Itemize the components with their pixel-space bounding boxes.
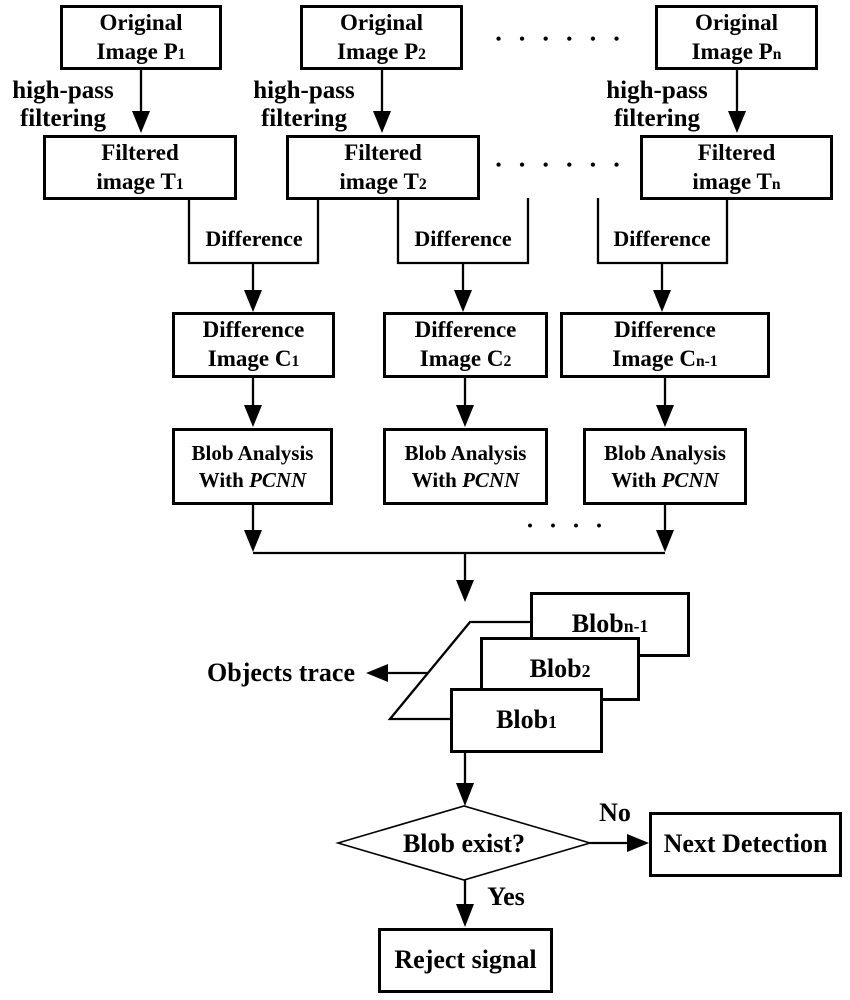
difference-label-3: Difference bbox=[613, 226, 711, 251]
box-text: Blob Analysis bbox=[404, 441, 527, 466]
box-text: Next Detection bbox=[663, 829, 828, 859]
blob-analysis-box-1: Blob Analysis With PCNN bbox=[172, 428, 333, 505]
filtered-image-box-n: Filtered image Tn bbox=[640, 135, 833, 200]
arrowhead-icon bbox=[456, 580, 474, 602]
box-text: Blob Analysis bbox=[191, 441, 314, 466]
box-text: Image Cn-1 bbox=[612, 346, 718, 371]
arrowhead-icon bbox=[244, 290, 262, 312]
difference-image-box-1: Difference Image C1 bbox=[172, 312, 335, 378]
filtered-image-box-1: Filtered image T1 bbox=[43, 135, 237, 200]
flow-lines bbox=[139, 70, 739, 905]
arrowhead-icon bbox=[132, 111, 150, 133]
box-text: Difference bbox=[202, 317, 305, 343]
difference-label-2: Difference bbox=[414, 226, 512, 251]
arrowhead-icon bbox=[244, 405, 262, 427]
blob-analysis-box-3: Blob Analysis With PCNN bbox=[583, 428, 747, 505]
difference-label-1: Difference bbox=[205, 226, 303, 251]
high-pass-filtering-label-n: high-pass filtering bbox=[606, 77, 708, 132]
stack-connector bbox=[387, 620, 530, 721]
box-text: Image P1 bbox=[96, 38, 186, 64]
ellipsis-low: • • • • bbox=[527, 518, 609, 535]
arrowhead-icon bbox=[656, 405, 674, 427]
blob-analysis-box-2: Blob Analysis With PCNN bbox=[383, 428, 548, 505]
ellipsis-mid: • • • • • • bbox=[495, 157, 627, 174]
arrowhead-icon bbox=[373, 111, 391, 133]
arrowhead-left-icon bbox=[366, 664, 388, 682]
box-text: Blobn-1 bbox=[571, 609, 649, 639]
arrowhead-icon bbox=[656, 530, 674, 552]
box-text: image T1 bbox=[96, 168, 184, 194]
decision-diamond-shape bbox=[335, 805, 593, 881]
arrowhead-icon bbox=[456, 405, 474, 427]
difference-image-box-2: Difference Image C2 bbox=[383, 312, 548, 378]
box-text: Filtered bbox=[344, 139, 422, 165]
box-text: Filtered bbox=[697, 139, 776, 165]
box-text: Original bbox=[99, 9, 183, 35]
arrowhead-icon bbox=[244, 530, 262, 552]
arrowhead-icon bbox=[728, 111, 746, 133]
blob-stack-item-1: Blob1 bbox=[450, 688, 603, 753]
arrow-heads bbox=[132, 111, 746, 927]
original-image-box-n: Original Image Pn bbox=[655, 5, 818, 70]
box-text: Image C2 bbox=[419, 346, 512, 371]
difference-image-box-n-1: Difference Image Cn-1 bbox=[560, 312, 770, 378]
box-text: Reject signal bbox=[394, 945, 537, 975]
box-text: Difference bbox=[414, 317, 517, 343]
ellipsis-top: • • • • • • bbox=[495, 31, 627, 48]
box-text: Blob1 bbox=[496, 705, 557, 735]
box-text: Image C1 bbox=[207, 346, 300, 371]
box-text: Difference bbox=[614, 317, 716, 343]
high-pass-filtering-label-1: high-pass filtering bbox=[12, 77, 114, 132]
yes-label: Yes bbox=[487, 882, 525, 911]
original-image-box-1: Original Image P1 bbox=[60, 5, 222, 70]
high-pass-filtering-label-2: high-pass filtering bbox=[253, 77, 355, 132]
no-label: No bbox=[599, 798, 631, 827]
box-text: Blob Analysis bbox=[604, 441, 726, 466]
decision-label: Blob exist? bbox=[402, 829, 526, 858]
arrowhead-icon bbox=[454, 290, 472, 312]
box-text: With PCNN bbox=[411, 467, 520, 492]
arrowhead-icon bbox=[456, 904, 474, 927]
arrowhead-right-icon bbox=[627, 834, 649, 852]
box-text: Blob2 bbox=[529, 653, 591, 683]
filtered-image-box-2: Filtered image T2 bbox=[286, 135, 480, 200]
box-text: Original bbox=[694, 9, 779, 35]
box-text: image T2 bbox=[339, 168, 427, 194]
blob-stack-item-n-1: Blobn-1 bbox=[530, 592, 690, 657]
original-image-box-2: Original Image P2 bbox=[300, 5, 463, 70]
next-detection-box: Next Detection bbox=[649, 812, 842, 877]
box-text: Image P2 bbox=[337, 38, 426, 64]
box-text: Image Pn bbox=[691, 38, 782, 64]
arrowhead-icon bbox=[653, 290, 671, 312]
arrowhead-icon bbox=[456, 783, 474, 806]
box-text: With PCNN bbox=[611, 467, 719, 492]
box-text: With PCNN bbox=[198, 467, 307, 492]
box-text: Filtered bbox=[101, 139, 179, 165]
box-text: Original bbox=[339, 9, 424, 35]
objects-trace-label: Objects trace bbox=[207, 658, 355, 687]
reject-signal-box: Reject signal bbox=[378, 928, 553, 993]
box-text: image Tn bbox=[692, 168, 781, 194]
